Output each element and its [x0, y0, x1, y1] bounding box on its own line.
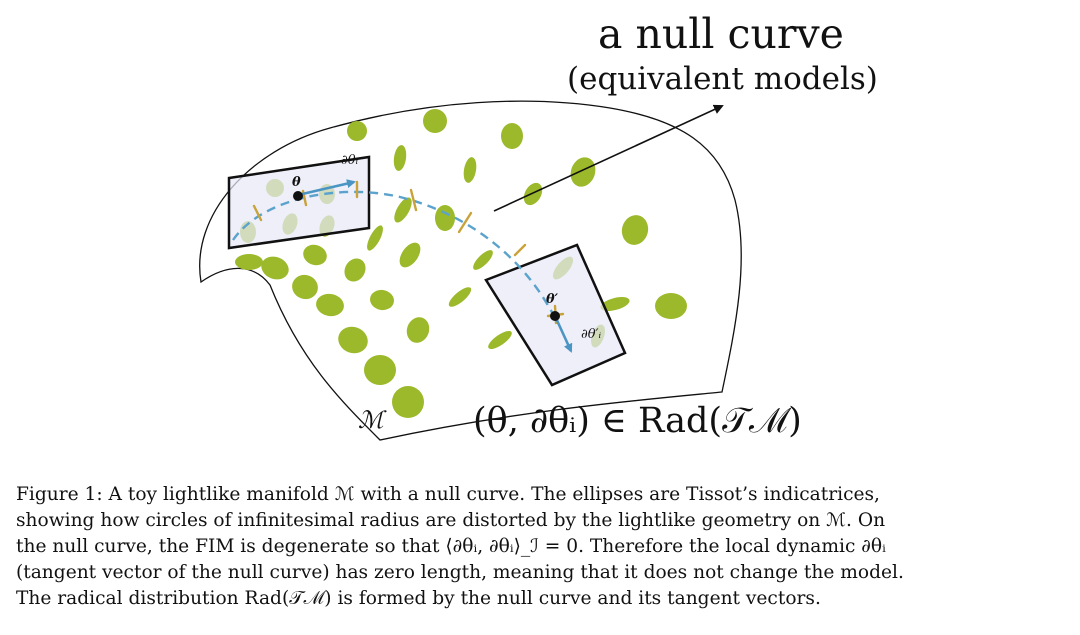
tissot-ellipse [655, 293, 687, 319]
caption-line: the null curve, the FIM is degenerate so… [16, 534, 1068, 560]
tissot-ellipse [435, 205, 455, 231]
caption-line: Figure 1: A toy lightlike manifold ℳ wit… [16, 482, 1068, 508]
tissot-ellipse [235, 254, 263, 270]
figure-subtitle: (equivalent models) [567, 64, 878, 95]
figure: a null curve (equivalent models) ℳ (θ, ∂… [0, 0, 1080, 470]
caption-line: showing how circles of infinitesimal rad… [16, 508, 1068, 534]
theta-label: θ [292, 176, 301, 189]
caption-line: (tangent vector of the null curve) has z… [16, 560, 1068, 586]
tissot-ellipse [501, 123, 523, 149]
tissot-ellipse [423, 109, 447, 133]
dtheta-label: ∂θᵢ [341, 154, 358, 167]
figure-title: a null curve [598, 14, 844, 55]
figure-caption: Figure 1: A toy lightlike manifold ℳ wit… [16, 482, 1068, 612]
tissot-ellipse [347, 121, 367, 141]
radical-pair-label: (θ, ∂θᵢ) ∈ Rad(𝒯ℳ) [473, 404, 802, 439]
manifold-illustration [0, 0, 1080, 470]
tissot-ellipse [364, 355, 396, 385]
manifold-label: ℳ [358, 408, 384, 432]
caption-line: The radical distribution Rad(𝒯ℳ) is form… [16, 586, 1068, 612]
dtheta-prime-label: ∂θ′ᵢ [581, 328, 601, 341]
point-theta-prime [550, 311, 560, 321]
theta-prime-label: θ′ [546, 293, 558, 306]
tissot-ellipse [392, 386, 424, 418]
point-theta [293, 191, 303, 201]
